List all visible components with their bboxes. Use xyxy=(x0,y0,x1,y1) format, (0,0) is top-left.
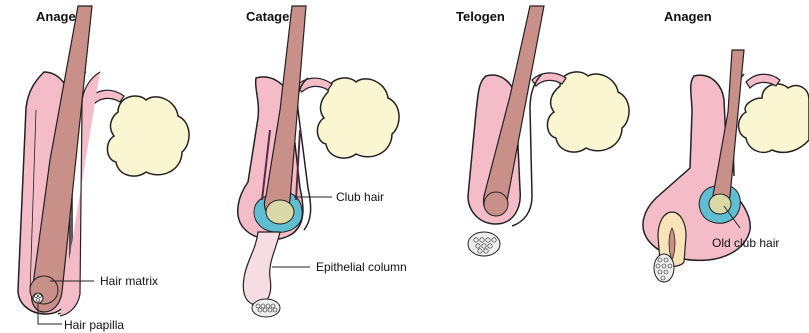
label-club-hair: Club hair xyxy=(336,190,384,204)
sebaceous-gland-4 xyxy=(739,84,809,152)
club-hair-bulb xyxy=(266,200,294,224)
label-epithelial-column: Epithelial column xyxy=(316,260,407,274)
label-old-club-hair: Old club hair xyxy=(712,236,779,250)
label-hair-matrix: Hair matrix xyxy=(100,274,158,288)
telogen-follicle xyxy=(468,6,629,256)
epithelial-column xyxy=(243,232,280,304)
sebaceous-gland-3 xyxy=(547,72,629,152)
label-hair-papilla: Hair papilla xyxy=(64,318,124,332)
sebaceous-gland-2 xyxy=(317,78,399,158)
sebaceous-gland-1 xyxy=(107,96,189,176)
